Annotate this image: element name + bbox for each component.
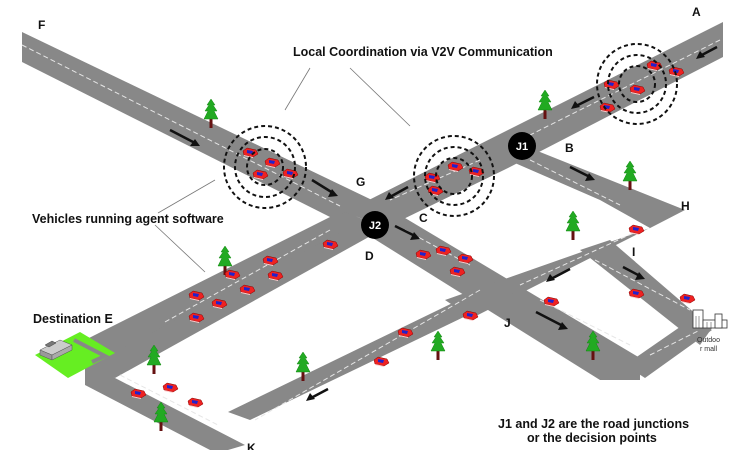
point-label-g: G: [356, 175, 365, 189]
building-icon: [39, 339, 73, 361]
road-i-mall: [580, 240, 712, 345]
junction-label: J2: [369, 220, 381, 232]
communication-range-icon: [246, 148, 284, 186]
driveway: [73, 338, 110, 364]
arrow-icon: [535, 310, 568, 330]
destination-label: Destination E: [33, 312, 113, 326]
tree-icon: [430, 330, 446, 361]
junction-j2: J2: [361, 211, 389, 239]
car-icon: [162, 382, 179, 394]
vehicles-annotation: Vehicles running agent software: [32, 212, 224, 226]
road-e-d: [85, 212, 345, 355]
junction-j1: J1: [508, 132, 536, 160]
car-icon: [187, 397, 204, 409]
road-d-k: [85, 212, 385, 378]
communication-range-icon: [435, 157, 473, 195]
arrow-icon: [311, 178, 338, 197]
direction-arrows: [169, 45, 718, 401]
diagram-title: Local Coordination via V2V Communication: [293, 45, 553, 59]
road-e-k: [85, 355, 245, 450]
point-label-i: I: [632, 245, 635, 259]
arrow-icon: [569, 165, 595, 181]
road-f-g: [22, 32, 372, 222]
point-label-d: D: [365, 249, 374, 263]
road-mall-return: [625, 320, 712, 378]
arrow-icon: [306, 387, 329, 401]
arrow-icon: [622, 265, 645, 280]
pointer-lines: [154, 67, 411, 273]
point-label-c: C: [419, 211, 428, 225]
arrow-icon: [169, 128, 200, 146]
destination-ground: [35, 332, 115, 378]
road-a-j2: [345, 22, 723, 228]
junction-label: J1: [516, 141, 528, 153]
v2v-range-center: [413, 135, 495, 217]
footnote-line2: or the decision points: [527, 431, 657, 445]
point-label-b: B: [565, 141, 574, 155]
mall-icon: [692, 309, 728, 329]
point-label-a: A: [692, 5, 701, 19]
point-label-h: H: [681, 199, 690, 213]
point-label-f: F: [38, 18, 45, 32]
tree-icon: [622, 160, 638, 191]
point-label-j: J: [504, 316, 511, 330]
arrow-icon: [696, 45, 718, 59]
destination-e: [35, 332, 115, 378]
footnote-line1: J1 and J2 are the road junctions: [498, 417, 689, 431]
lane-markings: [21, 39, 721, 426]
mall-label-line1: Outdoo: [697, 337, 720, 344]
mall-label-line2: r mall: [700, 346, 718, 353]
arrow-icon: [546, 267, 571, 282]
v2v-range-right: [596, 43, 678, 125]
arrow-icon: [571, 95, 595, 109]
road-k-j: [228, 280, 520, 420]
point-label-k: K: [247, 441, 256, 450]
arrow-icon: [385, 185, 409, 200]
tree-icon: [565, 210, 581, 241]
road-j1-h: [508, 148, 685, 228]
v2v-range-left: [223, 125, 307, 209]
arrow-icon: [394, 224, 420, 240]
car-icon: [373, 356, 390, 368]
communication-range-icon: [618, 65, 656, 103]
